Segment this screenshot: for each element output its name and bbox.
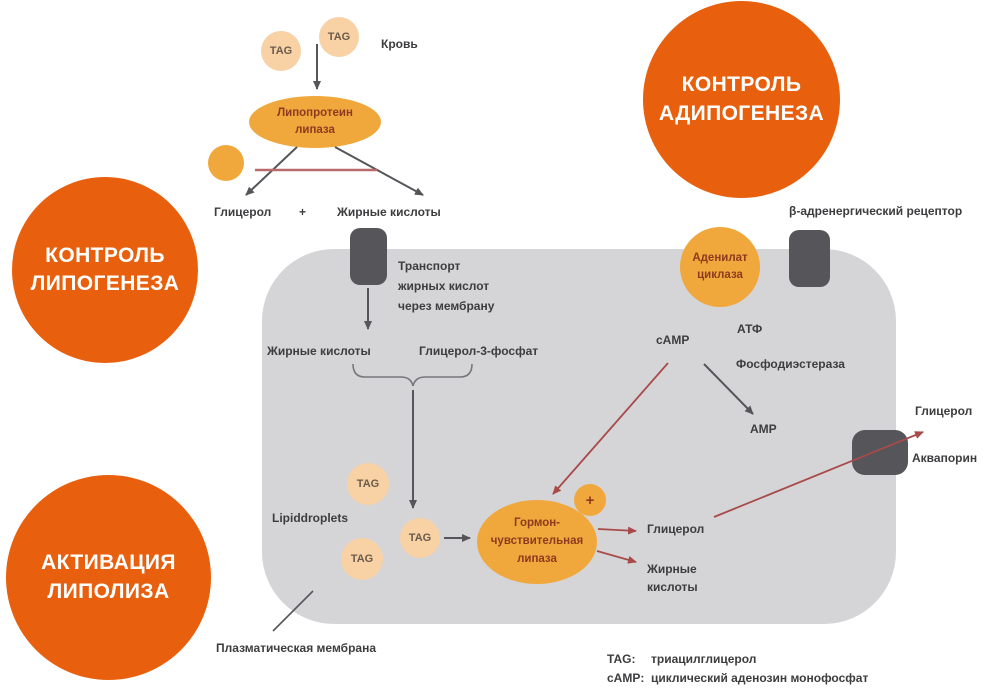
- amp-label: AMP: [750, 422, 777, 436]
- beta-adrenergic-receptor: [789, 230, 830, 287]
- atp-label: АТФ: [737, 322, 763, 336]
- small-orange-circle: [208, 145, 244, 181]
- hsl-line3: липаза: [517, 552, 557, 565]
- badge-adipogenesis-control: КОНТРОЛЬ АДИПОГЕНЕЗА: [643, 1, 840, 198]
- transport-line1: Транспорт: [398, 259, 461, 273]
- tag-label: TAG: [269, 45, 293, 57]
- tag-droplet-cell-2: TAG: [341, 538, 383, 580]
- transport-label: Транспорт жирных кислот через мембрану: [398, 256, 494, 316]
- fa-out-line1: Жирные: [647, 562, 697, 576]
- tag-droplet-blood-2: TAG: [319, 17, 359, 57]
- arrow-lpl-to-fatty-acids: [334, 146, 424, 196]
- legend-value-camp: циклический аденозин монофосфат: [651, 671, 869, 685]
- badge-lipolysis-activation: АКТИВАЦИЯ ЛИПОЛИЗА: [6, 475, 211, 680]
- legend-key-tag: TAG:: [607, 652, 636, 666]
- adenylate-line2: циклаза: [697, 269, 743, 281]
- fa-out-line2: кислоты: [647, 580, 698, 594]
- legend-key-camp: cAMP:: [607, 671, 645, 685]
- badge-lipolysis-line2: ЛИПОЛИЗА: [47, 579, 170, 603]
- hormone-sensitive-lipase-ellipse: Гормон- чувствительная липаза: [477, 500, 597, 584]
- badge-lipogenesis-control: КОНТРОЛЬ ЛИПОГЕНЕЗА: [12, 177, 198, 363]
- adenylate-cyclase-circle: Аденилат циклаза: [680, 227, 760, 307]
- plasma-membrane-label: Плазматическая мембрана: [216, 641, 377, 655]
- tag-label: TAG: [327, 31, 351, 43]
- arrow-lpl-to-glycerol: [245, 146, 298, 196]
- tag-droplet-cell-1: TAG: [347, 463, 389, 505]
- glycerol-outside-label: Глицерол: [915, 404, 973, 418]
- glycerol-top-label: Глицерол: [214, 205, 272, 219]
- transport-line3: через мембрану: [398, 299, 495, 313]
- pde-label: Фосфодиэстераза: [736, 357, 845, 371]
- legend-value-tag: триацилглицерол: [651, 652, 757, 666]
- tag-droplet-substrate: TAG: [400, 518, 440, 558]
- activation-plus-circle: +: [574, 484, 606, 516]
- tag-label: TAG: [408, 532, 432, 544]
- badge-adipogenesis-line2: АДИПОГЕНЕЗА: [658, 101, 825, 125]
- aquaporin-label: Аквапорин: [912, 451, 978, 465]
- adenylate-line1: Аденилат: [692, 251, 748, 264]
- camp-label: cAMP: [656, 333, 690, 347]
- lpl-line1: Липопротеин: [277, 106, 353, 119]
- fatty-acid-transporter: [350, 228, 387, 285]
- aquaporin-channel: [852, 430, 908, 475]
- legend-row-camp: cAMP: циклический аденозин монофосфат: [607, 669, 868, 688]
- fatty-acids-top-label: Жирные кислоты: [337, 205, 441, 219]
- lipoprotein-lipase-ellipse: Липопротеин липаза: [249, 96, 381, 148]
- g3p-label: Глицерол-3-фосфат: [419, 344, 539, 358]
- plus-sign: +: [585, 491, 595, 509]
- legend-row-tag: TAG: триацилглицерол: [607, 650, 868, 669]
- legend: TAG: триацилглицерол cAMP: циклический а…: [607, 650, 868, 688]
- tag-droplet-blood-1: TAG: [261, 31, 301, 71]
- blood-label: Кровь: [381, 37, 418, 51]
- badge-lipogenesis-line1: КОНТРОЛЬ: [45, 243, 165, 267]
- lpl-line2: липаза: [295, 124, 335, 136]
- fatty-acids-product-label: Жирные кислоты: [647, 560, 698, 596]
- lipid-droplets-label: Lipiddroplets: [272, 511, 348, 525]
- badge-lipolysis-line1: АКТИВАЦИЯ: [41, 551, 176, 575]
- glycerol-product-label: Глицерол: [647, 522, 705, 536]
- badge-adipogenesis-line1: КОНТРОЛЬ: [681, 73, 802, 97]
- tag-label: TAG: [356, 478, 380, 490]
- hsl-line1: Гормон-: [514, 517, 560, 530]
- transport-line2: жирных кислот: [398, 279, 490, 293]
- receptor-label: β-адренергический рецептор: [789, 204, 963, 218]
- fatty-acids-cell-label: Жирные кислоты: [267, 344, 371, 358]
- badge-lipogenesis-line2: ЛИПОГЕНЕЗА: [30, 272, 180, 295]
- plus-top-label: +: [299, 205, 307, 219]
- hsl-line2: чувствительная: [490, 535, 584, 548]
- tag-label: TAG: [350, 553, 374, 565]
